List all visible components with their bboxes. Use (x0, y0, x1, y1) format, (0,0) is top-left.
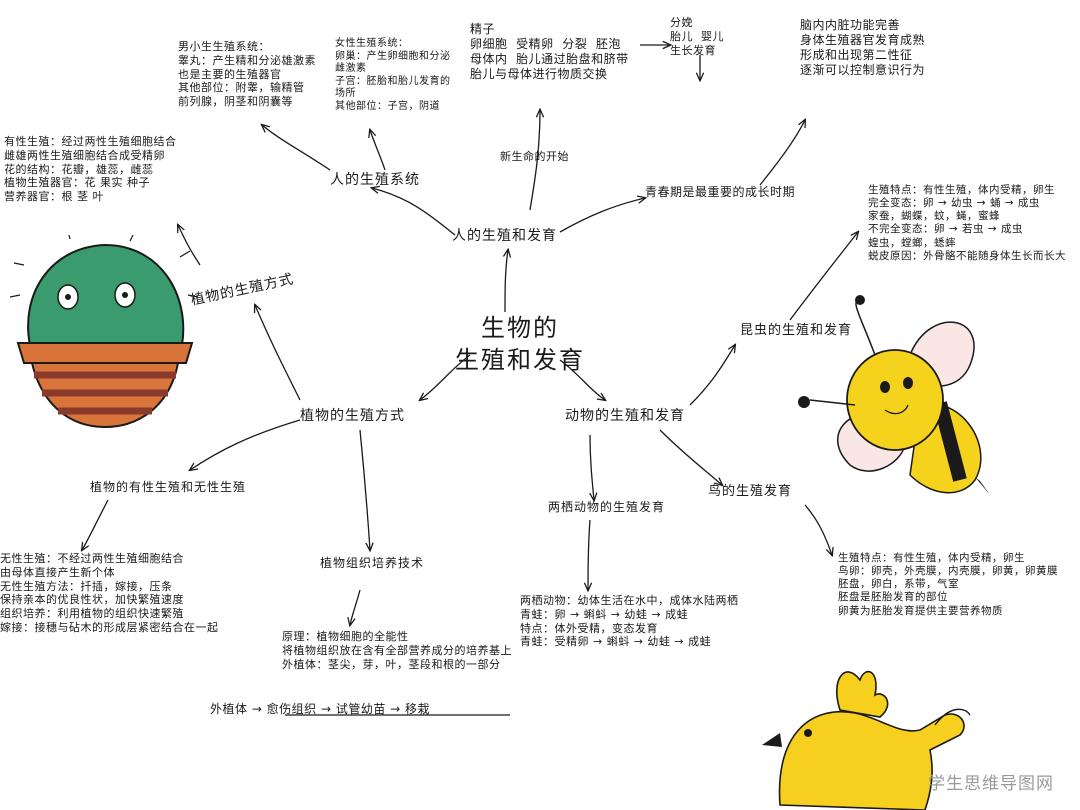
plant-tissue-culture-label: 植物组织培养技术 (320, 556, 425, 570)
branch-human: 人的生殖和发育 (452, 228, 557, 244)
watermark: 学生思维导图网 (928, 774, 1054, 794)
human-puberty-details: 脑内内脏功能完善 身体生殖器官发育成熟 形成和出现第二性征 逐渐可以控制意识行为 (800, 18, 926, 77)
plant-sexual-intro: 有性生殖：经过两性生殖细胞结合 雌雄两性生殖细胞结合成受精卵 花的结构：花瓣，雄… (4, 135, 177, 203)
human-fertilization: 新生命的开始 (500, 150, 569, 163)
bee-icon (798, 295, 990, 495)
animal-bird-label: 鸟的生殖发育 (708, 484, 793, 499)
animal-bird-details: 生殖特点：有性生殖，体内受精，卵生 鸟卵：卵壳，外壳膜，内壳膜，卵黄，卵黄膜 胚… (838, 552, 1058, 617)
central-topic: 生物的 生殖和发育 (455, 312, 585, 377)
animal-insect-label: 昆虫的生殖和发育 (740, 323, 853, 338)
animal-amphibian-label: 两栖动物的生殖发育 (548, 500, 666, 514)
branch-animal: 动物的生殖和发育 (565, 408, 685, 424)
plant-tissue-flow: 外植体 → 愈伤组织 → 试管幼苗 → 移栽 (210, 702, 431, 716)
central-topic-line1: 生物的 (481, 314, 559, 342)
human-embryo-development: 精子 卵细胞 受精卵 分裂 胚泡 母体内 胎儿通过胎盘和脐带 胎儿与母体进行物质… (470, 22, 629, 81)
human-puberty-label: 青春期是最重要的成长时期 (645, 185, 796, 199)
plant-asexual-details: 无性生殖：不经过两性生殖细胞结合 由母体直接产生新个体 无性生殖方法：扦插，嫁接… (0, 552, 219, 634)
plant-asexual-label: 植物的有性生殖和无性生殖 (90, 480, 247, 494)
human-male-system: 男小生生殖系统： 睾丸：产生精和分泌雄激素 也是主要的生殖器官 其他部位：附睾，… (178, 40, 316, 108)
animal-amphibian-details: 两栖动物：幼体生活在水中，成体水陆两栖 青蛙：卵 → 蝌蚪 → 幼蛙 → 成蛙 … (520, 594, 739, 649)
animal-insect-details: 生殖特点：有性生殖，体内受精，卵生 完全变态：卵 → 幼虫 → 蛹 → 成虫 家… (868, 184, 1066, 262)
central-topic-line2: 生殖和发育 (455, 346, 585, 375)
human-female-system: 女性生殖系统： 卵巢：产生卵细胞和分泌 雌激素 子宫：胚胎和胎儿发育的 场所 其… (335, 38, 451, 112)
plant-tissue-culture-details: 原理：植物细胞的全能性 将植物组织放在含有全部营养成分的培养基上 外植体：茎尖，… (282, 630, 512, 671)
cactus-icon (10, 235, 199, 429)
human-reproductive-system: 人的生殖系统 (330, 172, 420, 188)
human-infancy: 分娩 胎儿 婴儿 生长发育 (670, 16, 724, 57)
bird-icon (762, 670, 971, 810)
branch-plant: 植物的生殖方式 (300, 408, 405, 424)
